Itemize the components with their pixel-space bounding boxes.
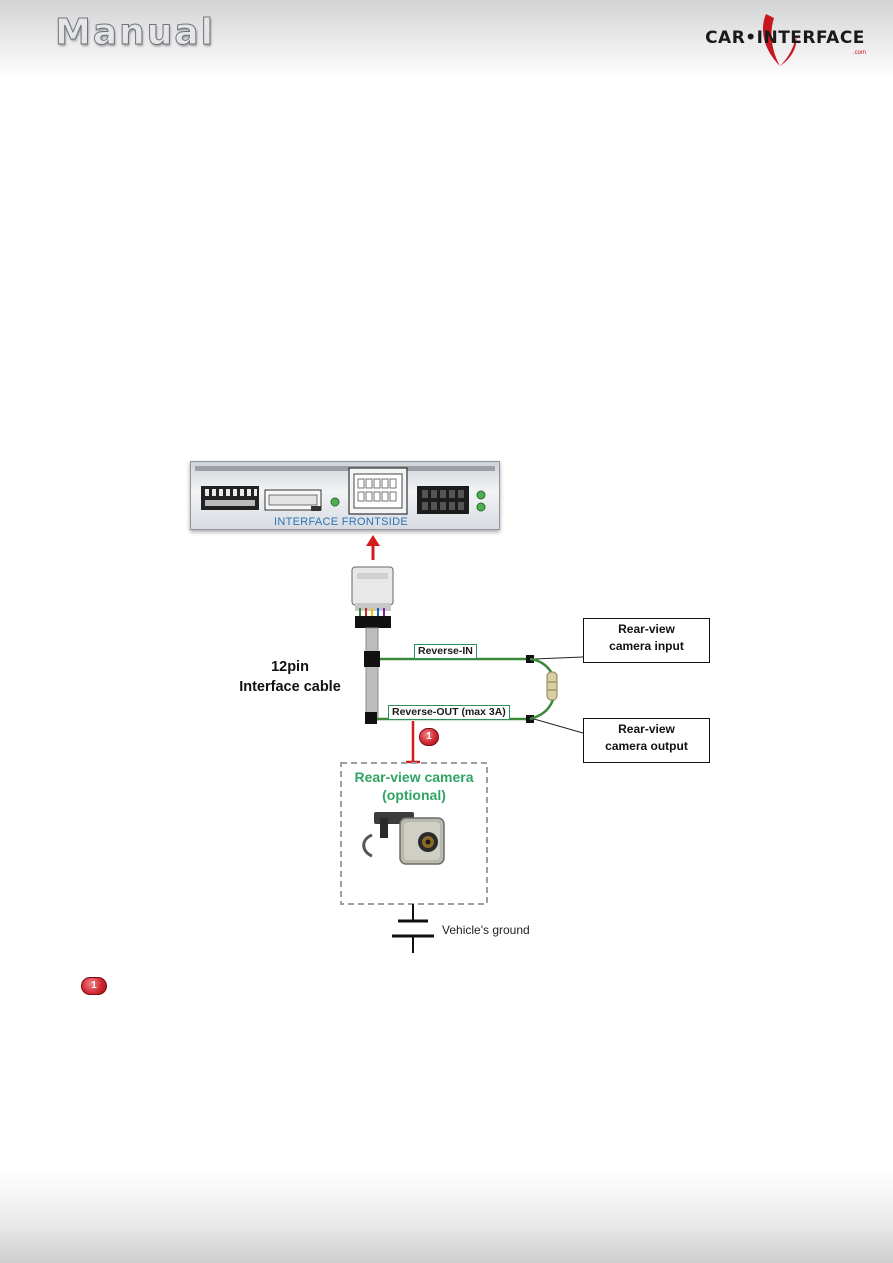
camera-title: Rear-view camera (optional) xyxy=(340,768,488,804)
12pin-plug-icon xyxy=(351,566,394,628)
cable-label-pins: 12pin xyxy=(271,659,309,675)
output-pointer xyxy=(533,718,584,734)
cable-junction xyxy=(364,651,380,667)
ground-label: Vehicle's ground xyxy=(442,923,530,937)
page-header xyxy=(0,0,893,80)
device-ports-icon xyxy=(195,466,495,515)
manual-title: Manual xyxy=(54,12,216,54)
marker-badge-note: 1 xyxy=(81,977,107,995)
logo-wordmark: CAR•INTERFACE xyxy=(705,28,865,48)
ground-symbol-icon xyxy=(392,919,434,953)
interface-cable xyxy=(365,627,379,721)
rear-view-output-box: Rear-view camera output xyxy=(583,718,710,763)
reverse-out-label: Reverse-OUT (max 3A) xyxy=(388,705,510,720)
rear-output-title: Rear-view xyxy=(618,722,675,736)
car-interface-logo: CAR•INTERFACE .com xyxy=(700,8,870,73)
rear-view-input-box: Rear-view camera input xyxy=(583,618,710,663)
logo-domain: .com xyxy=(852,50,866,56)
logo-swoosh-icon xyxy=(762,14,797,66)
marker-badge-diagram: 1 xyxy=(419,728,439,746)
reverse-in-label: Reverse-IN xyxy=(414,644,477,659)
cable-end xyxy=(365,712,377,724)
rear-view-camera-icon xyxy=(362,812,445,865)
inline-connector-icon xyxy=(546,671,558,701)
interface-frontside-device: INTERFACE FRONTSIDE xyxy=(190,461,500,530)
rear-input-title: Rear-view xyxy=(618,622,675,636)
cable-label-name: Interface cable xyxy=(239,679,341,695)
device-label: INTERFACE FRONTSIDE xyxy=(273,516,409,528)
rear-input-subtitle: camera input xyxy=(609,639,684,653)
page-footer xyxy=(0,1170,893,1263)
input-pointer xyxy=(533,656,584,660)
camera-title-line2: (optional) xyxy=(382,787,446,803)
connect-arrow-icon xyxy=(366,535,380,546)
cable-label: 12pin Interface cable xyxy=(230,657,350,697)
rear-output-subtitle: camera output xyxy=(605,739,688,753)
camera-title-line1: Rear-view camera xyxy=(354,769,474,785)
